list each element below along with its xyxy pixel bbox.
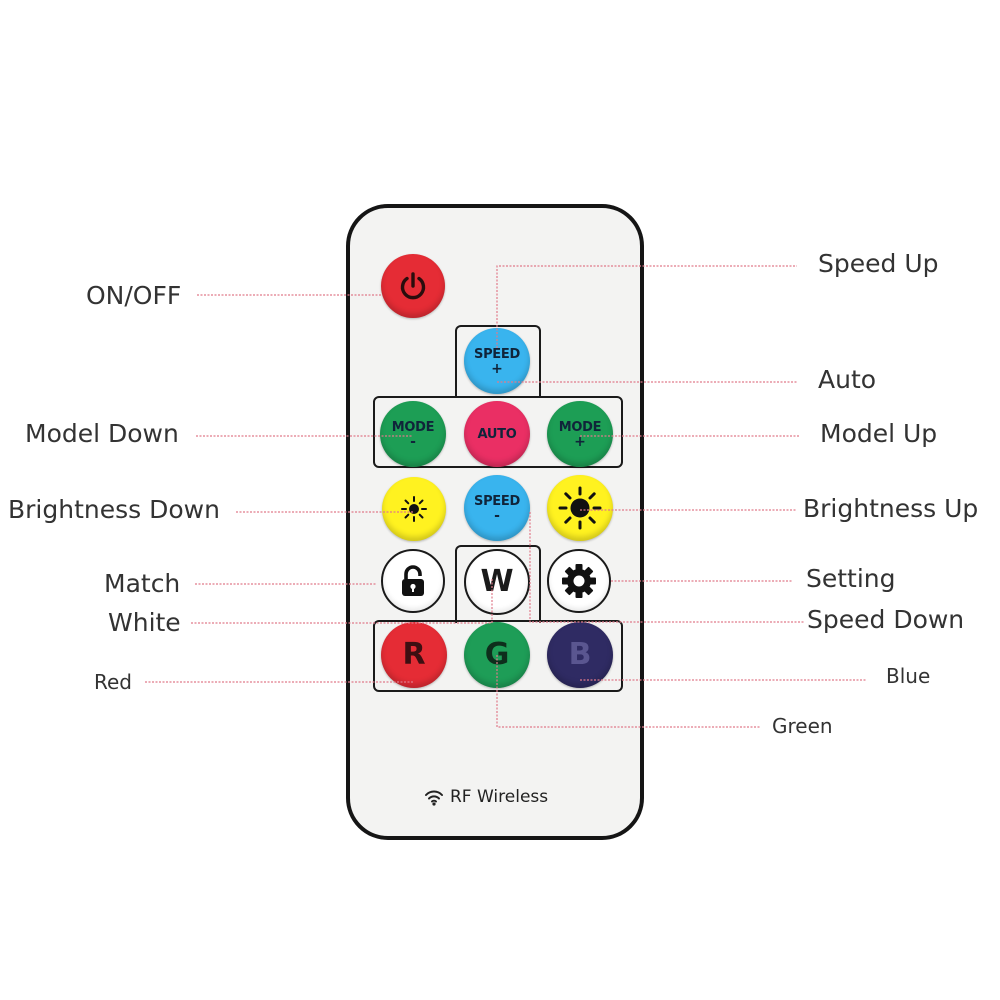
blue-text: B xyxy=(568,637,592,672)
label-red: Red xyxy=(94,670,132,694)
label-green: Green xyxy=(772,714,833,738)
label-speed-up: Speed Up xyxy=(818,249,939,278)
mode-up-line2: + xyxy=(574,433,586,450)
match-button[interactable] xyxy=(381,549,445,613)
label-auto: Auto xyxy=(818,365,877,394)
sun-large-icon xyxy=(558,486,602,530)
label-match: Match xyxy=(104,569,181,598)
label-blue: Blue xyxy=(886,664,931,688)
white-frame xyxy=(455,545,541,623)
leader-green xyxy=(496,655,760,728)
power-button[interactable] xyxy=(381,254,445,318)
wifi-icon xyxy=(425,790,443,806)
mode-down-button[interactable]: MODE - xyxy=(380,401,446,467)
auto-text: AUTO xyxy=(477,426,517,442)
label-model-down: Model Down xyxy=(25,419,179,448)
setting-button[interactable] xyxy=(547,549,611,613)
label-brightness-down: Brightness Down xyxy=(8,495,220,524)
gear-icon xyxy=(562,564,596,598)
speed-up-line1: SPEED xyxy=(474,346,520,362)
green-text: G xyxy=(484,637,510,672)
speed-down-button[interactable]: SPEED - xyxy=(464,475,530,541)
leader-speed-up xyxy=(496,265,797,348)
label-white: White xyxy=(108,608,181,637)
label-on-off: ON/OFF xyxy=(86,281,182,310)
label-speed-down: Speed Down xyxy=(807,605,965,634)
speed-up-line2: + xyxy=(491,360,503,377)
speed-down-line1: SPEED xyxy=(474,493,520,509)
leader-white xyxy=(191,579,493,624)
red-text: R xyxy=(402,637,426,672)
center-cross-frame xyxy=(455,325,541,397)
rf-wireless-footer: RF Wireless xyxy=(424,786,548,808)
speed-down-line2: - xyxy=(494,507,500,524)
brightness-up-button[interactable] xyxy=(547,475,613,541)
label-brightness-up: Brightness Up xyxy=(803,494,979,523)
red-button[interactable]: R xyxy=(381,622,447,688)
label-setting: Setting xyxy=(806,564,896,593)
blue-button[interactable]: B xyxy=(547,622,613,688)
rgb-row-frame xyxy=(373,620,623,692)
speed-up-button[interactable]: SPEED + xyxy=(464,328,530,394)
lock-icon xyxy=(402,565,424,596)
leader-speed-down xyxy=(529,512,804,623)
footer-label: RF Wireless xyxy=(450,787,549,807)
white-button[interactable]: W xyxy=(464,549,530,615)
white-text: W xyxy=(480,564,514,599)
mode-up-button[interactable]: MODE + xyxy=(547,401,613,467)
auto-button[interactable]: AUTO xyxy=(464,401,530,467)
mode-row-frame xyxy=(373,396,623,468)
power-icon xyxy=(400,272,426,300)
label-model-up: Model Up xyxy=(820,419,938,448)
mode-up-line1: MODE xyxy=(558,419,602,435)
mode-down-line1: MODE xyxy=(391,419,435,435)
mode-down-line2: - xyxy=(410,433,416,450)
